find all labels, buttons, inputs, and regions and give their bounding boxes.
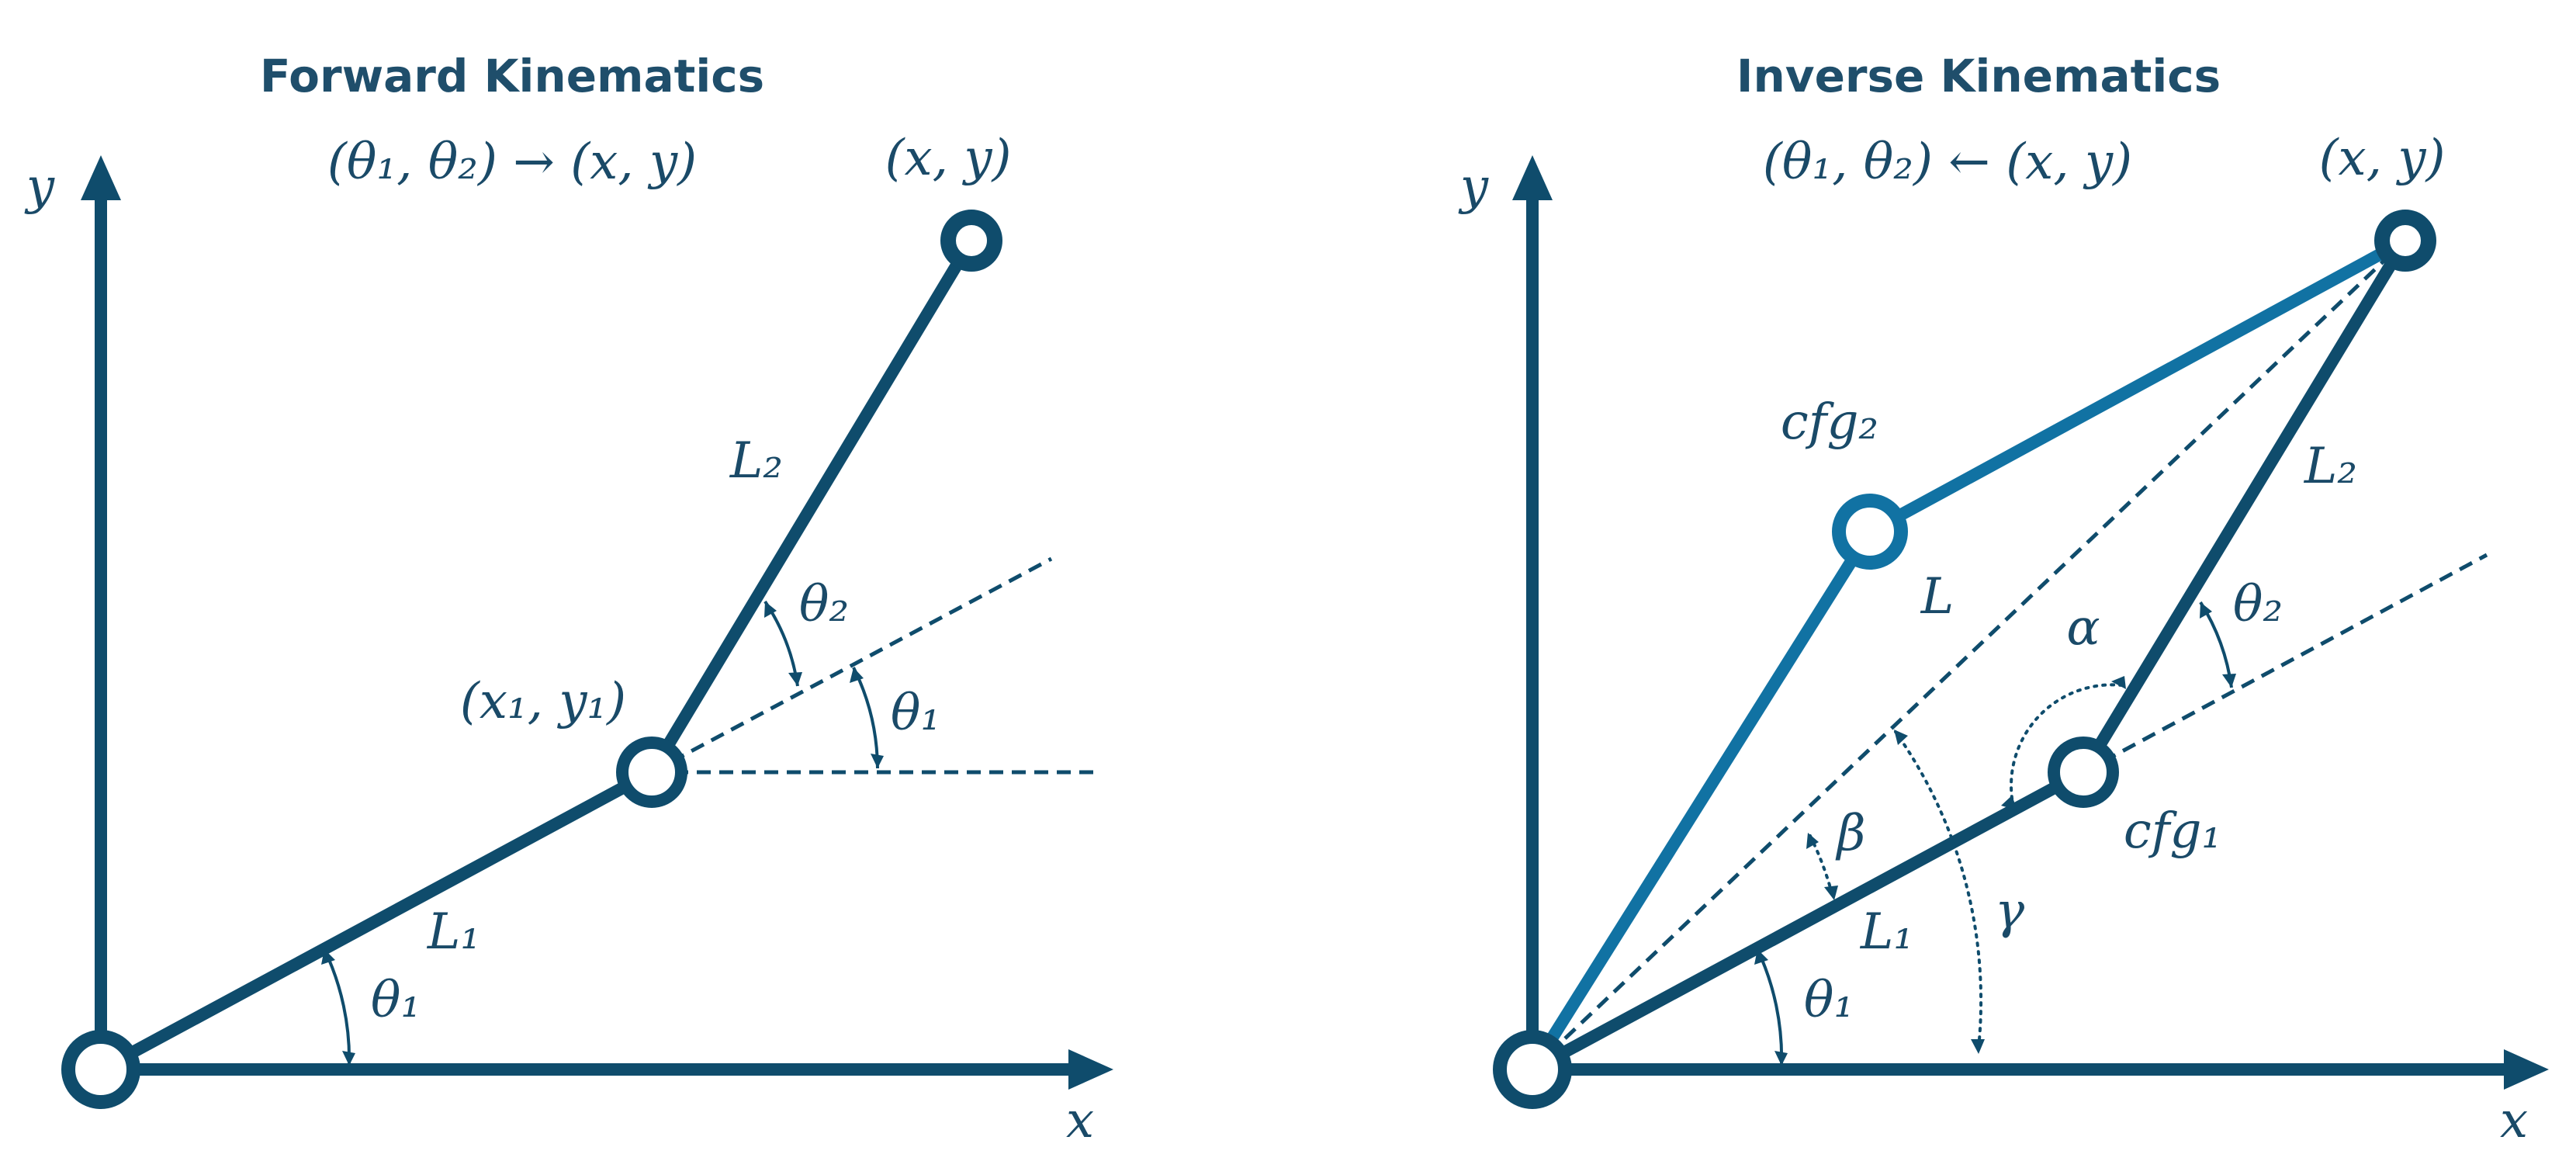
inverse-link1-extension [2082,553,2488,775]
forward-theta1-elbow-arrow-bottom [871,754,884,768]
forward-elbow-joint [616,737,687,808]
inverse-link2 [2078,237,2411,776]
inverse-alpha-label: α [2066,599,2100,657]
forward-y-label: y [24,158,55,216]
inverse-base-joint [1493,1030,1572,1109]
inverse-alpha-arrow-top [2111,676,2126,689]
forward-theta1-base-arrow-bottom [342,1051,355,1066]
forward-base-joint [61,1030,140,1109]
forward-x-arrowhead [1068,1049,1113,1090]
forward-elbow-label: (x₁, y₁) [460,673,626,730]
inverse-link1-label: L₁ [1860,903,1913,961]
inverse-end-effector [2374,210,2436,272]
forward-theta1-base-arc [323,948,351,1066]
inverse-y-label: y [1458,158,1489,216]
forward-y-arrowhead [81,155,121,200]
inverse-cfg2-link2 [1867,234,2408,538]
inverse-end-effector-label: (x, y) [2319,130,2446,187]
inverse-kinematics-panel: Inverse Kinematics (θ₁, θ₂) ← (x, y) y x [1458,50,2549,1149]
inverse-gamma-arrow-top [1894,730,1908,745]
forward-link2-label: L₂ [729,432,783,490]
forward-theta1-elbow-label: θ₁ [891,685,940,742]
inverse-theta2-arrow-bottom [2222,674,2236,688]
forward-mapping: (θ₁, θ₂) → (x, y) [327,133,697,191]
inverse-diagonal-L [1531,239,2407,1071]
forward-theta1-base-label: θ₁ [371,972,421,1029]
inverse-cfg2-label: cfg₂ [1781,393,1878,451]
inverse-gamma-arc [1894,730,1983,1049]
inverse-diagonal-label: L [1920,568,1955,626]
forward-link1-label: L₁ [427,903,480,961]
forward-theta1-elbow-arc [852,667,879,769]
inverse-theta1-arrow-bottom [1774,1051,1788,1066]
inverse-cfg1-elbow-joint [2048,737,2119,808]
inverse-gamma-arrow-bottom [1971,1039,1985,1054]
forward-kinematics-panel: Forward Kinematics (θ₁, θ₂) → (x, y) y x… [24,50,1113,1149]
inverse-theta2-arrow-top [2200,602,2212,619]
inverse-link2-label: L₂ [2304,438,2357,495]
inverse-x-label: x [2500,1092,2528,1149]
forward-theta1-base-arrow-top [321,949,335,965]
inverse-theta1-label: θ₁ [1804,972,1854,1029]
inverse-gamma-label: γ [1995,882,2025,940]
forward-x-label: x [1066,1092,1094,1149]
inverse-link1 [1529,766,2086,1076]
inverse-alpha-arc [2010,683,2124,809]
forward-theta1-elbow-arrow-top [850,667,864,683]
inverse-beta-arrow-top [1806,833,1819,849]
inverse-beta-arrow-bottom [1824,886,1838,900]
forward-theta2-arrow-bottom [788,672,802,686]
inverse-cfg2-elbow-joint [1832,494,1908,570]
forward-link2 [646,237,977,776]
inverse-x-arrowhead [2504,1049,2549,1090]
forward-title: Forward Kinematics [260,50,764,102]
inverse-cfg1-label: cfg₁ [2124,802,2221,860]
inverse-theta1-arc [1756,948,1784,1066]
forward-link1 [98,766,655,1076]
inverse-theta1-arrow-top [1754,949,1768,965]
forward-theta2-arrow-top [764,601,777,618]
inverse-mapping: (θ₁, θ₂) ← (x, y) [1763,133,2132,191]
forward-theta2-label: θ₂ [799,576,849,633]
inverse-theta2-label: θ₂ [2233,576,2283,633]
inverse-alpha-arrow-bottom [2001,795,2017,810]
inverse-y-arrowhead [1512,155,1553,200]
inverse-title: Inverse Kinematics [1736,50,2221,102]
inverse-beta-label: β [1836,805,1866,862]
forward-link1-extension [650,556,1053,775]
forward-end-effector-label: (x, y) [885,130,1012,187]
inverse-cfg2-link1 [1527,528,1875,1073]
forward-end-effector [940,210,1002,272]
